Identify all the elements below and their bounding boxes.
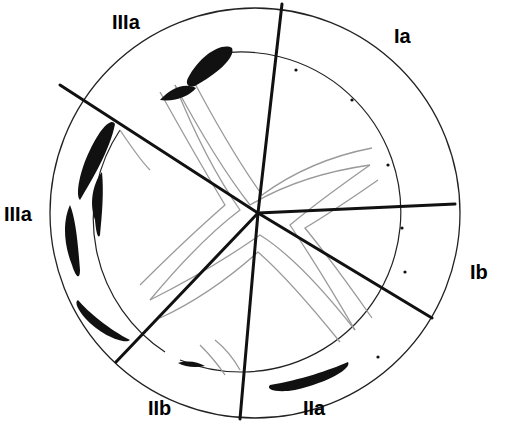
sector-label-box: IIIa xyxy=(112,12,140,32)
sector-label: IIIa xyxy=(112,12,140,32)
sector-label: IIa xyxy=(303,398,325,418)
sector-line xyxy=(60,4,455,419)
sector-label-box: IIb xyxy=(148,398,171,418)
calcification xyxy=(65,47,407,392)
sector-label: IIb xyxy=(148,398,171,418)
inner-ring xyxy=(93,130,165,352)
sector-label: Ib xyxy=(470,262,488,282)
outer-circle xyxy=(50,8,460,418)
sector-label-box: IIIa xyxy=(4,204,32,224)
sector-label-box: Ia xyxy=(394,26,411,46)
sector-label-box: Ib xyxy=(470,262,488,282)
sector-label: IIIa xyxy=(4,204,32,224)
sector-label-box: IIa xyxy=(303,398,325,418)
sector-label: Ia xyxy=(394,26,411,46)
